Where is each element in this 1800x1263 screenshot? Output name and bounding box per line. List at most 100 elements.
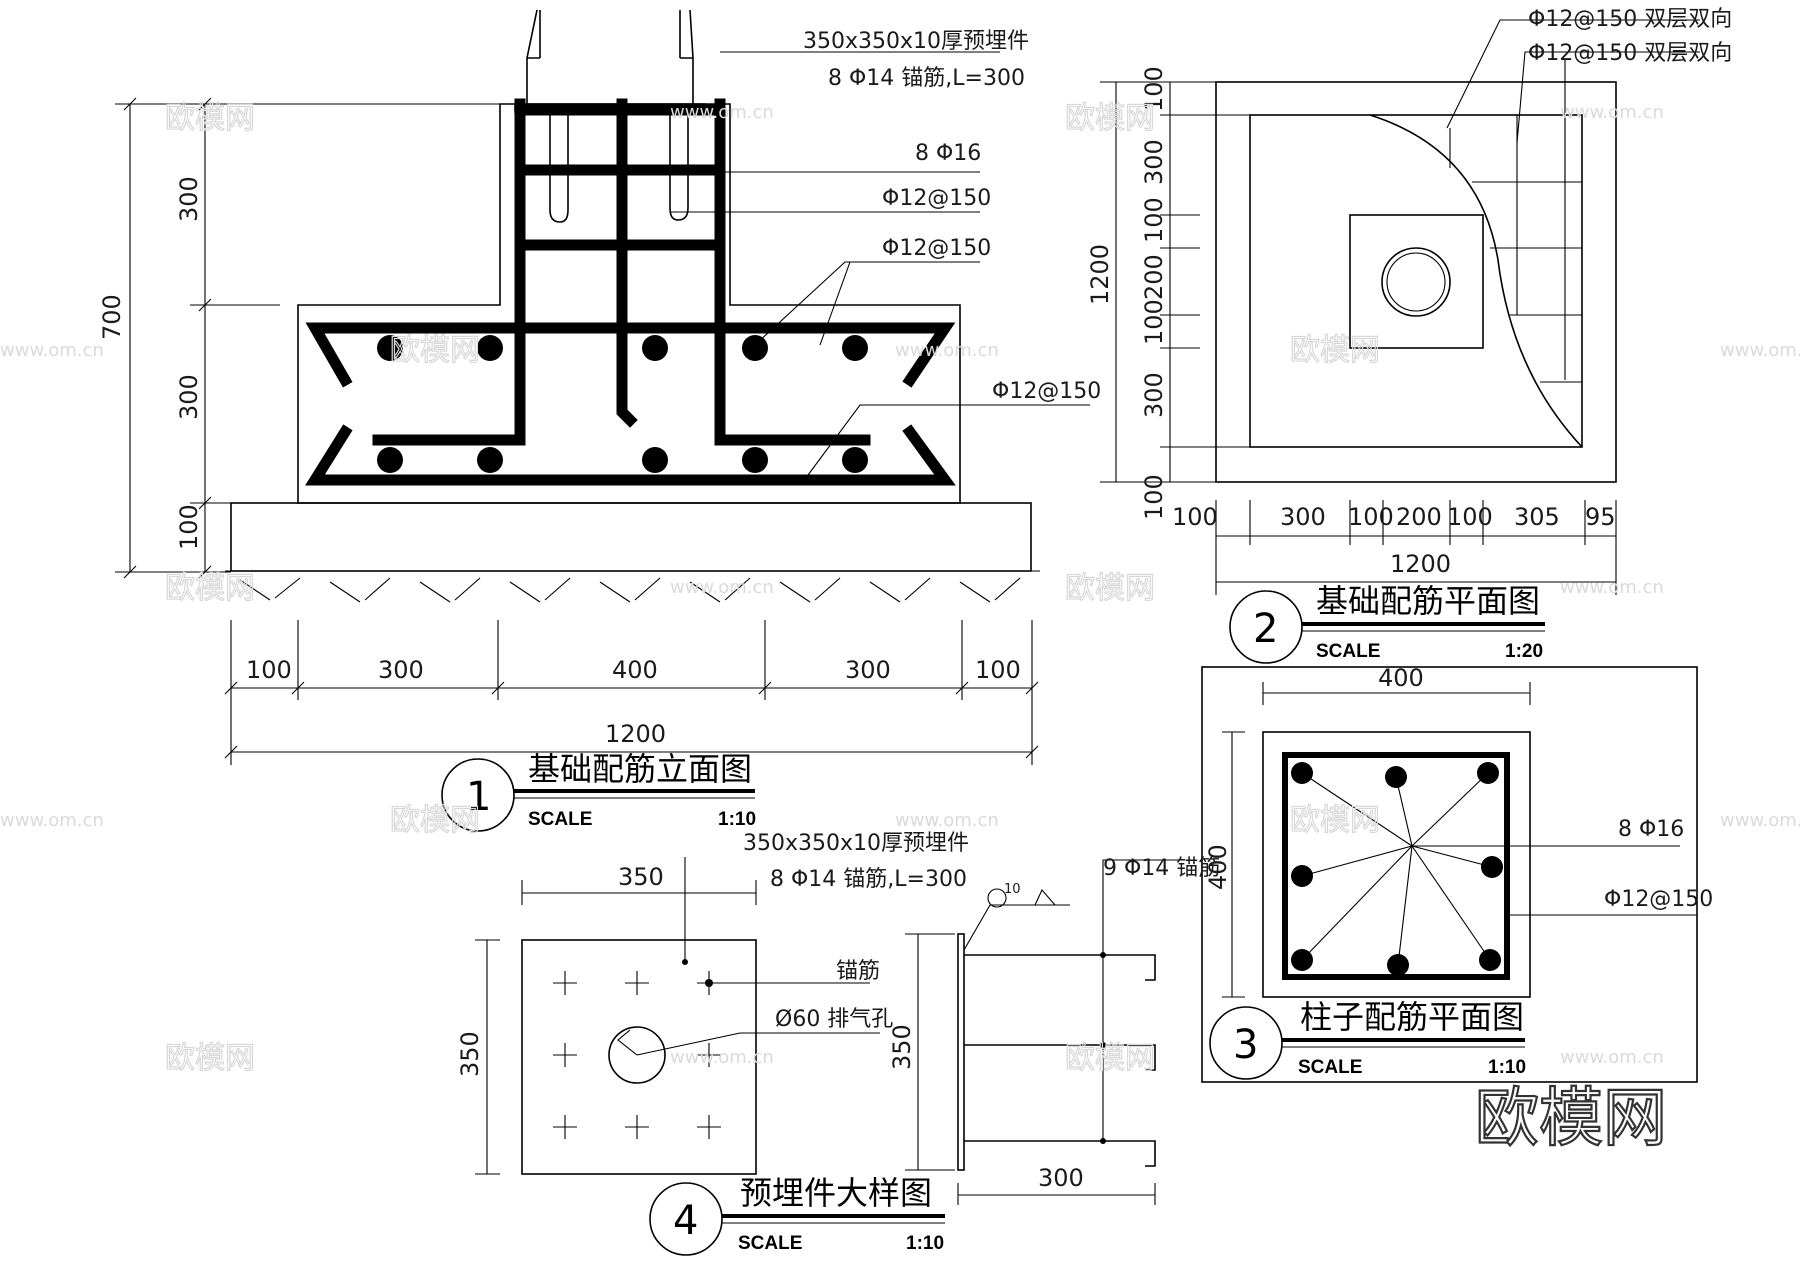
foundation-plan-view: Φ12@150 双层双向 Φ12@150 双层双向 1200 100 300 1… <box>1086 7 1732 664</box>
leader-mesh <box>1446 19 1700 183</box>
elevation-horizontal-dims <box>224 620 1039 765</box>
cut-line <box>1369 114 1583 448</box>
note-phi12-b: Φ12@150 <box>882 236 991 261</box>
svg-text:欧模网: 欧模网 <box>165 1041 255 1076</box>
svg-text:www.om.cn: www.om.cn <box>1560 577 1664 598</box>
plan-dim-v-300b: 300 <box>1140 372 1168 418</box>
steel-column <box>526 9 694 104</box>
dim-h-100-right: 100 <box>975 656 1021 684</box>
embed-note-anchors: 8 Φ14 锚筋,L=300 <box>770 867 967 892</box>
embed-leaders <box>636 857 880 1056</box>
view-number-3: 3 <box>1233 1022 1258 1068</box>
leader-phi12-b <box>754 261 980 346</box>
view-number-2: 2 <box>1253 606 1278 652</box>
svg-text:www.om.cn: www.om.cn <box>1720 810 1800 831</box>
elevation-vertical-dims <box>115 97 500 579</box>
embed-plate-plan <box>521 939 757 1175</box>
scale-value-1: 1:10 <box>718 809 756 830</box>
footing-inner <box>1249 114 1583 448</box>
column-bars <box>1291 762 1503 976</box>
section-dims <box>905 933 1156 1205</box>
column-stirrup <box>1282 752 1510 980</box>
dim-h-400: 400 <box>612 656 658 684</box>
column-rebar-left <box>372 98 526 446</box>
svg-text:欧模网: 欧模网 <box>1065 1041 1155 1076</box>
embed-dim-left: 350 <box>456 1031 484 1077</box>
view-number-1: 1 <box>466 774 491 820</box>
svg-text:www.om.cn: www.om.cn <box>1560 102 1664 123</box>
blinding-layer <box>230 502 1032 572</box>
column-dims <box>1222 682 1531 998</box>
plan-dim-h-300: 300 <box>1280 503 1326 531</box>
svg-text:www.om.cn: www.om.cn <box>0 810 104 831</box>
column-plan-frame <box>1201 666 1698 1083</box>
plan-dim-h-100c: 100 <box>1447 503 1493 531</box>
svg-text:www.om.cn: www.om.cn <box>1560 1047 1664 1068</box>
column-plan-view: 8 Φ16 Φ12@150 400 400 3 柱子配筋平面图 SCALE 1:… <box>1201 664 1713 1083</box>
plan-dim-v-100b: 100 <box>1140 197 1168 243</box>
plan-dim-h-305: 305 <box>1514 503 1560 531</box>
column-stub <box>1349 214 1484 349</box>
svg-text:www.om.cn: www.om.cn <box>670 1047 774 1068</box>
column-pipe-inner <box>1386 252 1446 312</box>
title-bubble-2 <box>1229 590 1303 664</box>
plan-dim-h-200: 200 <box>1396 503 1442 531</box>
embed-dims <box>475 880 757 1175</box>
dim-300-lower: 300 <box>175 374 203 420</box>
embed-note-plate: 350x350x10厚预埋件 <box>743 831 969 856</box>
footing-outline <box>1215 81 1617 483</box>
scale-label-4: SCALE <box>738 1233 802 1254</box>
leader-phi12-c <box>807 404 1090 476</box>
svg-text:www.om.cn: www.om.cn <box>670 577 774 598</box>
dim-h-1200: 1200 <box>605 720 666 748</box>
column-note-phi12: Φ12@150 <box>1604 887 1713 912</box>
plan-dim-h-100b: 100 <box>1348 503 1394 531</box>
view-title-1: 基础配筋立面图 <box>528 750 752 788</box>
svg-text:欧模网: 欧模网 <box>165 101 255 136</box>
anchor-bar-2 <box>964 1044 1156 1071</box>
svg-text:欧模网: 欧模网 <box>390 333 480 368</box>
bar-leaders <box>1301 772 1697 966</box>
svg-text:www.om.cn: www.om.cn <box>670 102 774 123</box>
title-bubble-4 <box>649 1182 723 1256</box>
dim-300-upper: 300 <box>175 176 203 222</box>
plan-dim-v-300a: 300 <box>1140 139 1168 185</box>
mesh-lines <box>1449 115 1582 383</box>
watermarks: 欧模网 欧模网 欧模网 欧模网 欧模网 欧模网 欧模网 欧模网 欧模网 欧模网 … <box>0 100 1800 1076</box>
svg-text:欧模网: 欧模网 <box>1065 571 1155 606</box>
soil-hatch <box>225 570 1040 603</box>
svg-text:www.om.cn: www.om.cn <box>0 340 104 361</box>
plan-dim-v-100a: 100 <box>1140 66 1168 112</box>
plan-vertical-dims <box>1100 81 1250 483</box>
embed-dim-bottom: 300 <box>1038 1164 1084 1192</box>
embed-note-vent: Ø60 排气孔 <box>775 1007 893 1032</box>
bottom-bars <box>377 447 868 473</box>
scale-value-4: 1:10 <box>906 1233 944 1254</box>
plan-dim-h-1200: 1200 <box>1390 550 1451 578</box>
svg-text:www.om.cn: www.om.cn <box>1720 340 1800 361</box>
elevation-view: 700 300 300 100 100 300 400 300 100 1200… <box>98 9 1101 832</box>
top-bars <box>377 335 868 361</box>
note-mesh-1: Φ12@150 双层双向 <box>1528 7 1732 32</box>
anchor-bar-left <box>549 112 569 223</box>
view-title-2: 基础配筋平面图 <box>1316 582 1540 620</box>
title-bubble-3 <box>1209 1006 1283 1080</box>
embed-dim-side: 350 <box>888 1024 916 1070</box>
svg-text:www.om.cn: www.om.cn <box>895 810 999 831</box>
brand-watermark: 欧模网 <box>1475 1082 1667 1156</box>
plan-dim-1200-v: 1200 <box>1086 244 1114 305</box>
title-bubble-1 <box>441 758 515 832</box>
column-dim-top: 400 <box>1378 664 1424 692</box>
svg-text:欧模网: 欧模网 <box>165 571 255 606</box>
note-anchor-bars: 8 Φ14 锚筋,L=300 <box>828 66 1025 91</box>
column-rebar-right <box>714 98 871 446</box>
dim-h-300-right: 300 <box>845 656 891 684</box>
weld-size: 10 <box>1004 882 1021 897</box>
scale-label-2: SCALE <box>1316 641 1380 662</box>
svg-text:欧模网: 欧模网 <box>1290 803 1380 838</box>
plan-dim-v-100d: 100 <box>1140 474 1168 520</box>
dim-100-base: 100 <box>175 504 203 550</box>
weld-symbol <box>963 888 1070 951</box>
column-pipe-outer <box>1381 247 1451 317</box>
